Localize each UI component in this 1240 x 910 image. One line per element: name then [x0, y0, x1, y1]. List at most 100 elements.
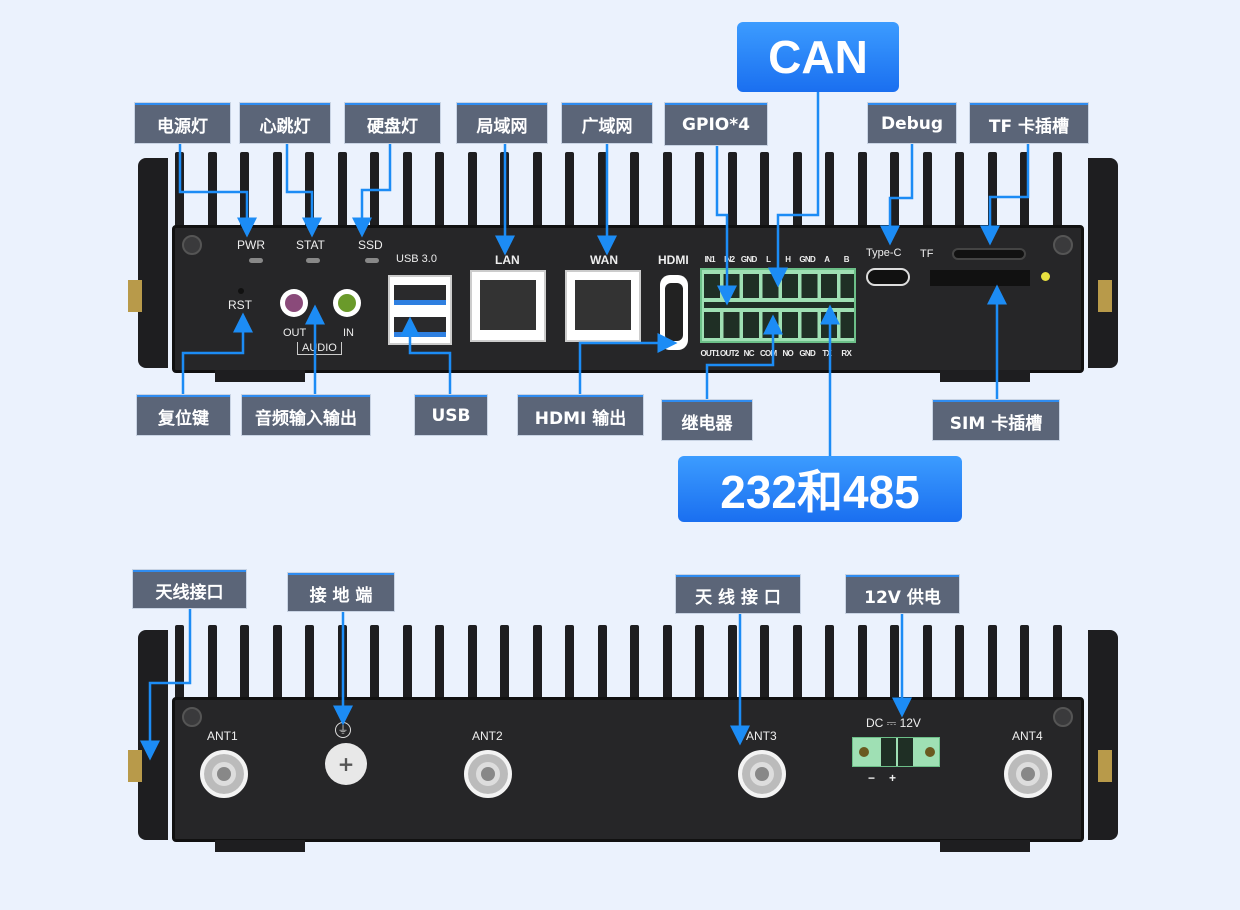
fin — [630, 625, 639, 700]
disk-led-callout: 硬盘灯 — [345, 103, 440, 143]
heartbeat-led-callout: 心跳灯 — [240, 103, 330, 143]
fin — [207, 625, 217, 700]
fin — [597, 152, 607, 227]
fin — [955, 625, 964, 700]
stat-led — [306, 258, 320, 263]
typec-label: Type-C — [866, 247, 902, 259]
audio-out-jack[interactable] — [280, 289, 308, 317]
fin — [825, 152, 834, 227]
foot — [940, 370, 1030, 382]
wan-port[interactable] — [565, 270, 641, 342]
typec-port[interactable] — [866, 268, 910, 286]
fin — [987, 625, 997, 700]
terminal-pin-label: GND — [740, 255, 757, 264]
fin — [305, 152, 314, 227]
fin — [727, 152, 737, 227]
fin — [272, 152, 282, 227]
terminal-pin-label: TX — [822, 349, 832, 358]
fin — [532, 152, 542, 227]
fin — [435, 152, 444, 227]
lan-callout: 局域网 — [457, 103, 547, 143]
can-callout: CAN — [737, 22, 899, 92]
antenna-callout-left: 天线接口 — [133, 570, 246, 608]
wan-callout: 广域网 — [562, 103, 652, 143]
ant1-connector[interactable] — [200, 750, 248, 798]
terminal-pin-label: RX — [841, 349, 852, 358]
terminal-pin-label: H — [785, 255, 791, 264]
reset-callout: 复位键 — [137, 395, 230, 435]
screw-icon — [1053, 707, 1073, 727]
fin — [272, 625, 282, 700]
ant4-label: ANT4 — [1012, 729, 1043, 743]
fin — [402, 625, 412, 700]
plus-label: + — [889, 771, 897, 785]
pwr-label: PWR — [237, 238, 265, 252]
left-bracket — [138, 630, 168, 840]
fin — [792, 625, 802, 700]
fin — [857, 625, 867, 700]
ground-screw[interactable]: + — [325, 743, 367, 785]
lan-port[interactable] — [470, 270, 546, 342]
debug-callout: Debug — [868, 103, 956, 143]
fin — [760, 152, 769, 227]
power-led-callout: 电源灯 — [135, 103, 230, 143]
screw-icon — [182, 235, 202, 255]
fin — [662, 152, 672, 227]
reset-button[interactable] — [238, 288, 244, 294]
audio-out-label: OUT — [283, 327, 307, 339]
terminal-pin-label: B — [843, 255, 850, 264]
rs232-485-callout: 232和485 — [678, 456, 962, 522]
fin — [922, 152, 932, 227]
fin — [1020, 152, 1029, 227]
tf-label: TF — [920, 248, 934, 260]
fin — [630, 152, 639, 227]
terminal-pin-label: OUT2 — [719, 349, 739, 358]
minus-label: − — [868, 771, 876, 785]
ant2-connector[interactable] — [464, 750, 512, 798]
fin — [467, 625, 477, 700]
fin — [597, 625, 607, 700]
fin — [825, 625, 834, 700]
usb-label: USB 3.0 — [396, 253, 437, 265]
audio-callout: 音频输入输出 — [242, 395, 370, 435]
sim-slot[interactable] — [930, 270, 1030, 286]
fin — [565, 152, 574, 227]
tf-slot-callout: TF 卡插槽 — [970, 103, 1088, 143]
right-bracket — [1088, 630, 1118, 840]
fin — [435, 625, 444, 700]
tf-slot[interactable] — [952, 248, 1026, 260]
fin — [175, 625, 184, 700]
fin — [890, 152, 899, 227]
terminal-pin-label: OUT1 — [700, 349, 720, 358]
fin — [565, 625, 574, 700]
hdmi-label: HDMI — [658, 253, 689, 267]
fin — [370, 625, 379, 700]
terminal-pin-label: L — [766, 255, 771, 264]
ant1-label: ANT1 — [207, 729, 238, 743]
antenna-callout-right: 天 线 接 口 — [676, 575, 800, 613]
left-bracket — [138, 158, 168, 368]
ground-callout: 接 地 端 — [288, 573, 394, 611]
dc-label: DC ⎓ 12V — [866, 716, 921, 730]
ant2-label: ANT2 — [472, 729, 503, 743]
status-led — [1041, 272, 1050, 281]
dc-terminal[interactable] — [852, 737, 940, 767]
rst-label: RST — [228, 298, 252, 312]
fin — [402, 152, 412, 227]
audio-in-jack[interactable] — [333, 289, 361, 317]
ant3-label: ANT3 — [746, 729, 777, 743]
ssd-led — [365, 258, 379, 263]
ant4-connector[interactable] — [1004, 750, 1052, 798]
fin — [337, 152, 347, 227]
fin — [207, 152, 217, 227]
usb-port[interactable] — [388, 275, 452, 345]
audio-group-label: AUDIO — [297, 342, 342, 355]
fin — [240, 625, 249, 700]
terminal-pin-label: A — [824, 255, 830, 264]
terminal-pin-label: GND — [799, 255, 816, 264]
gpio-callout: GPIO*4 — [665, 103, 767, 145]
ant3-connector[interactable] — [738, 750, 786, 798]
foot — [215, 370, 305, 382]
foot — [215, 840, 305, 852]
